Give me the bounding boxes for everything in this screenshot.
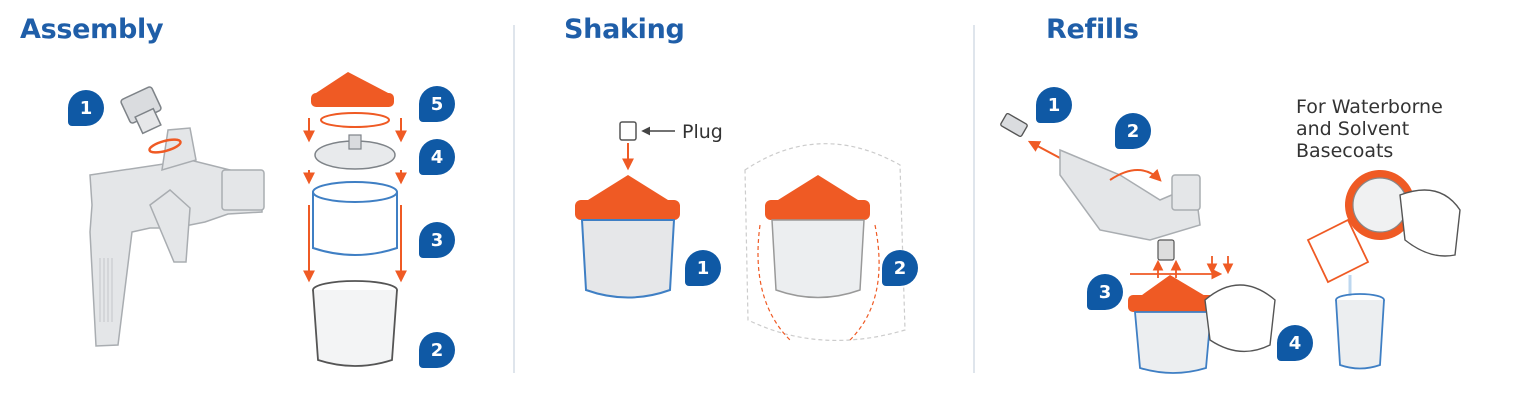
refill-hand-icon — [1399, 189, 1461, 257]
section-divider — [513, 25, 515, 373]
step-badge-assembly-1: 1 — [68, 90, 104, 126]
refill-liner-icon — [1306, 218, 1370, 284]
section-title-shaking: Shaking — [564, 14, 685, 45]
step-badge-refills-3: 3 — [1087, 274, 1123, 310]
refill-adapter-icon — [1000, 112, 1028, 138]
spray-gun-grip-lines — [99, 258, 113, 322]
shaking-cup-2 — [744, 143, 906, 341]
liner-icon — [312, 181, 398, 256]
cup-icon — [312, 280, 398, 367]
step-badge-shaking-1: 1 — [685, 250, 721, 286]
step-badge-assembly-2: 2 — [419, 332, 455, 368]
refill-note-line-3: Basecoats — [1296, 140, 1394, 162]
refill-note-line-1: For Waterborne — [1296, 96, 1443, 118]
section-title-assembly: Assembly — [20, 14, 164, 45]
refill-note-line-2: and Solvent — [1296, 118, 1410, 140]
refill-adapter-down-icon — [1157, 239, 1175, 261]
step-badge-assembly-3: 3 — [419, 222, 455, 258]
spray-gun-icon — [89, 127, 265, 347]
step-badge-assembly-5: 5 — [419, 86, 455, 122]
refill-spray-gun-icon — [1059, 148, 1201, 241]
plug-icon — [619, 121, 637, 141]
filter-icon — [314, 134, 396, 170]
refill-note: For Waterborne and Solvent Basecoats — [1296, 96, 1443, 162]
shaking-cup-1 — [575, 175, 680, 299]
refill-cup-3 — [1128, 275, 1218, 374]
lid-icon — [311, 72, 394, 107]
refill-lid-icon — [1345, 170, 1415, 240]
section-divider — [973, 25, 975, 373]
step-badge-refills-2: 2 — [1115, 113, 1151, 149]
refill-cup-4 — [1335, 293, 1385, 370]
section-title-refills: Refills — [1046, 14, 1139, 45]
step-badge-refills-4: 4 — [1277, 325, 1313, 361]
step-badge-shaking-2: 2 — [882, 250, 918, 286]
plug-label: Plug — [682, 121, 723, 143]
adapter-icon — [120, 86, 162, 135]
step-badge-assembly-4: 4 — [419, 139, 455, 175]
hand-icon — [1204, 284, 1276, 353]
step-badge-refills-1: 1 — [1036, 87, 1072, 123]
